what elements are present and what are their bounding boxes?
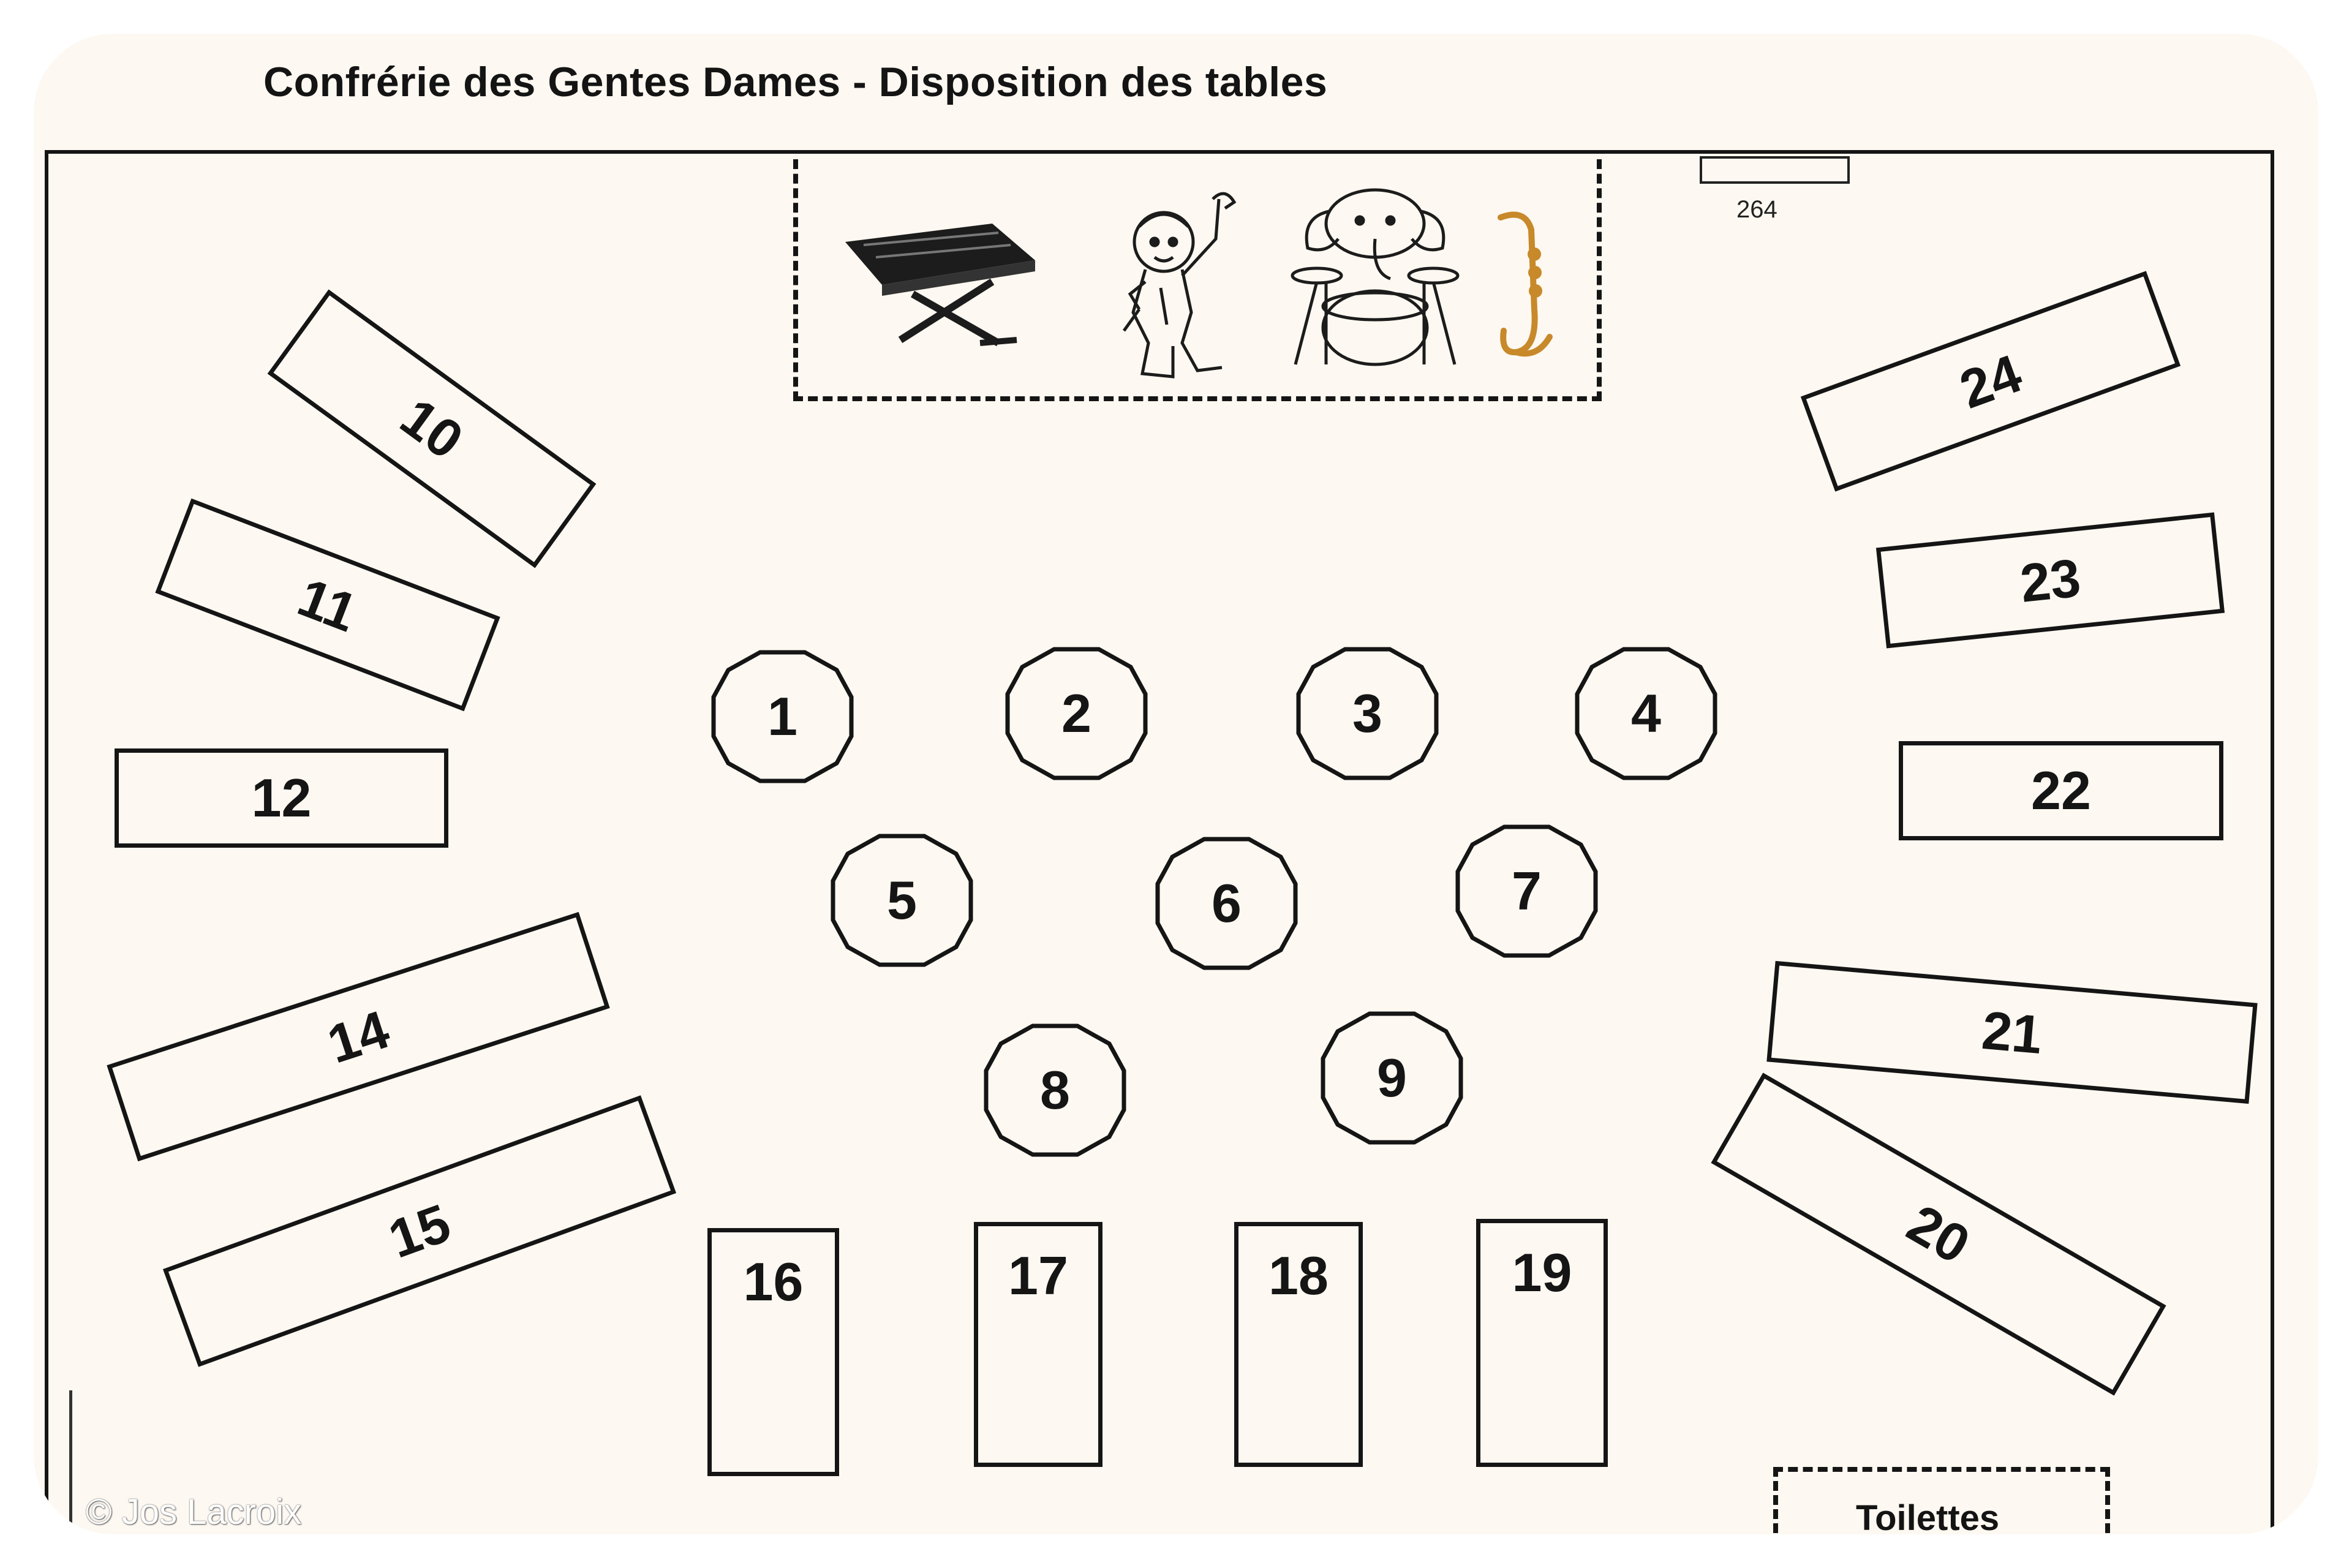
table-3[interactable]: 3	[1295, 646, 1439, 781]
table-number: 12	[251, 767, 312, 828]
table-number: 24	[1951, 342, 2029, 420]
saxophone-icon	[1498, 211, 1553, 357]
table-17[interactable]: 17	[974, 1222, 1102, 1467]
singer-icon	[1122, 192, 1237, 379]
table-number: 17	[1008, 1245, 1068, 1306]
door-label: 264	[1736, 196, 1777, 223]
table-number: 22	[2031, 760, 2091, 821]
table-19[interactable]: 19	[1476, 1219, 1608, 1467]
table-number: 5	[887, 870, 917, 930]
table-6[interactable]: 6	[1155, 836, 1298, 971]
page-title: Confrérie des Gentes Dames - Disposition…	[263, 59, 1328, 105]
door-marker	[1700, 156, 1850, 184]
table-16[interactable]: 16	[707, 1228, 839, 1476]
photo-credit: © Jos Lacroix	[86, 1492, 302, 1532]
table-5[interactable]: 5	[830, 833, 974, 968]
table-number: 21	[1979, 999, 2045, 1065]
table-22[interactable]: 22	[1899, 741, 2223, 840]
table-number: 9	[1377, 1047, 1407, 1108]
table-number: 16	[743, 1251, 804, 1312]
table-number: 1	[767, 686, 797, 747]
table-number: 2	[1061, 683, 1091, 744]
table-number: 20	[1898, 1193, 1980, 1275]
table-number: 8	[1040, 1060, 1070, 1120]
table-number: 18	[1268, 1245, 1329, 1306]
table-1[interactable]: 1	[710, 649, 854, 784]
table-number: 7	[1512, 861, 1542, 921]
drummer-elephant-icon	[1291, 188, 1460, 366]
toilets-label: Toilettes	[1856, 1498, 2000, 1534]
table-7[interactable]: 7	[1455, 824, 1599, 959]
stage-area	[793, 159, 1602, 401]
table-9[interactable]: 9	[1320, 1011, 1464, 1145]
table-4[interactable]: 4	[1574, 646, 1718, 781]
table-12[interactable]: 12	[115, 748, 448, 848]
toilets-area	[1773, 1467, 2110, 1534]
table-number: 4	[1631, 683, 1661, 744]
table-number: 19	[1512, 1242, 1572, 1303]
table-number: 23	[2017, 546, 2084, 614]
table-8[interactable]: 8	[983, 1023, 1127, 1158]
room-edge-mark	[45, 1390, 72, 1531]
table-number: 10	[390, 386, 474, 471]
table-number: 3	[1352, 683, 1382, 744]
keyboard-icon	[845, 224, 1035, 347]
room-outline	[45, 150, 2274, 1534]
table-number: 14	[320, 998, 396, 1075]
table-2[interactable]: 2	[1005, 646, 1148, 781]
table-number: 11	[290, 566, 366, 643]
table-18[interactable]: 18	[1234, 1222, 1363, 1467]
table-number: 15	[380, 1192, 458, 1270]
floor-plan: Confrérie des Gentes Dames - Disposition…	[34, 34, 2318, 1534]
table-number: 6	[1212, 873, 1242, 933]
